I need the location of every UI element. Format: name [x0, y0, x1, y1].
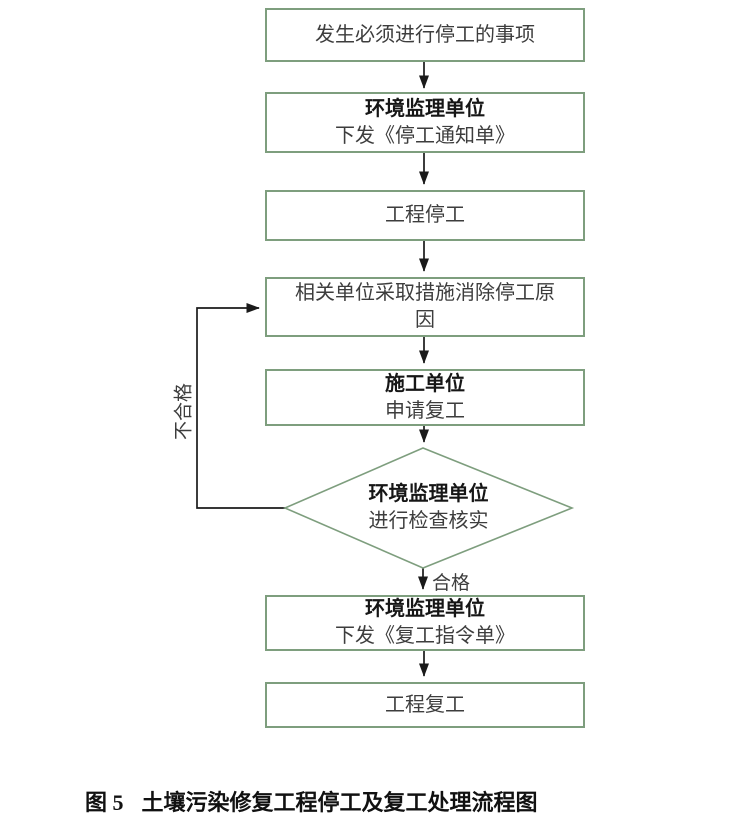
node-work-resume: 工程复工	[265, 682, 585, 728]
node-measures-line2: 因	[415, 309, 435, 331]
node-apply-resume: 施工单位 申请复工	[265, 369, 585, 426]
node-work-resume-label: 工程复工	[385, 693, 465, 716]
node-resume-order-org: 环境监理单位	[365, 598, 485, 620]
edge-label-fail: 不合格	[173, 383, 195, 441]
decision-diamond-shape	[282, 447, 575, 569]
node-event-label: 发生必须进行停工的事项	[315, 23, 535, 46]
node-work-stop: 工程停工	[265, 190, 585, 241]
node-apply-resume-org: 施工单位	[385, 372, 465, 395]
edge-label-pass: 合格	[432, 573, 471, 594]
figure-caption-title: 土壤污染修复工程停工及复工处理流程图	[141, 790, 538, 815]
loop-fail-connector	[196, 302, 285, 509]
node-event: 发生必须进行停工的事项	[265, 8, 585, 62]
node-resume-order-action: 下发《复工指令单》	[335, 625, 515, 647]
figure-caption: 图 5 土壤污染修复工程停工及复工处理流程图	[85, 785, 538, 817]
node-apply-resume-action: 申请复工	[385, 399, 465, 422]
node-stop-notice-org: 环境监理单位	[365, 97, 485, 120]
node-work-stop-label: 工程停工	[385, 204, 465, 226]
figure-caption-number: 图 5	[85, 790, 124, 815]
node-measures-line1: 相关单位采取措施消除停工原	[295, 282, 555, 304]
node-stop-notice: 环境监理单位 下发《停工通知单》	[265, 92, 585, 153]
node-stop-notice-action: 下发《停工通知单》	[335, 124, 515, 147]
node-measures: 相关单位采取措施消除停工原 因	[265, 277, 585, 337]
node-resume-order: 环境监理单位 下发《复工指令单》	[265, 595, 585, 651]
